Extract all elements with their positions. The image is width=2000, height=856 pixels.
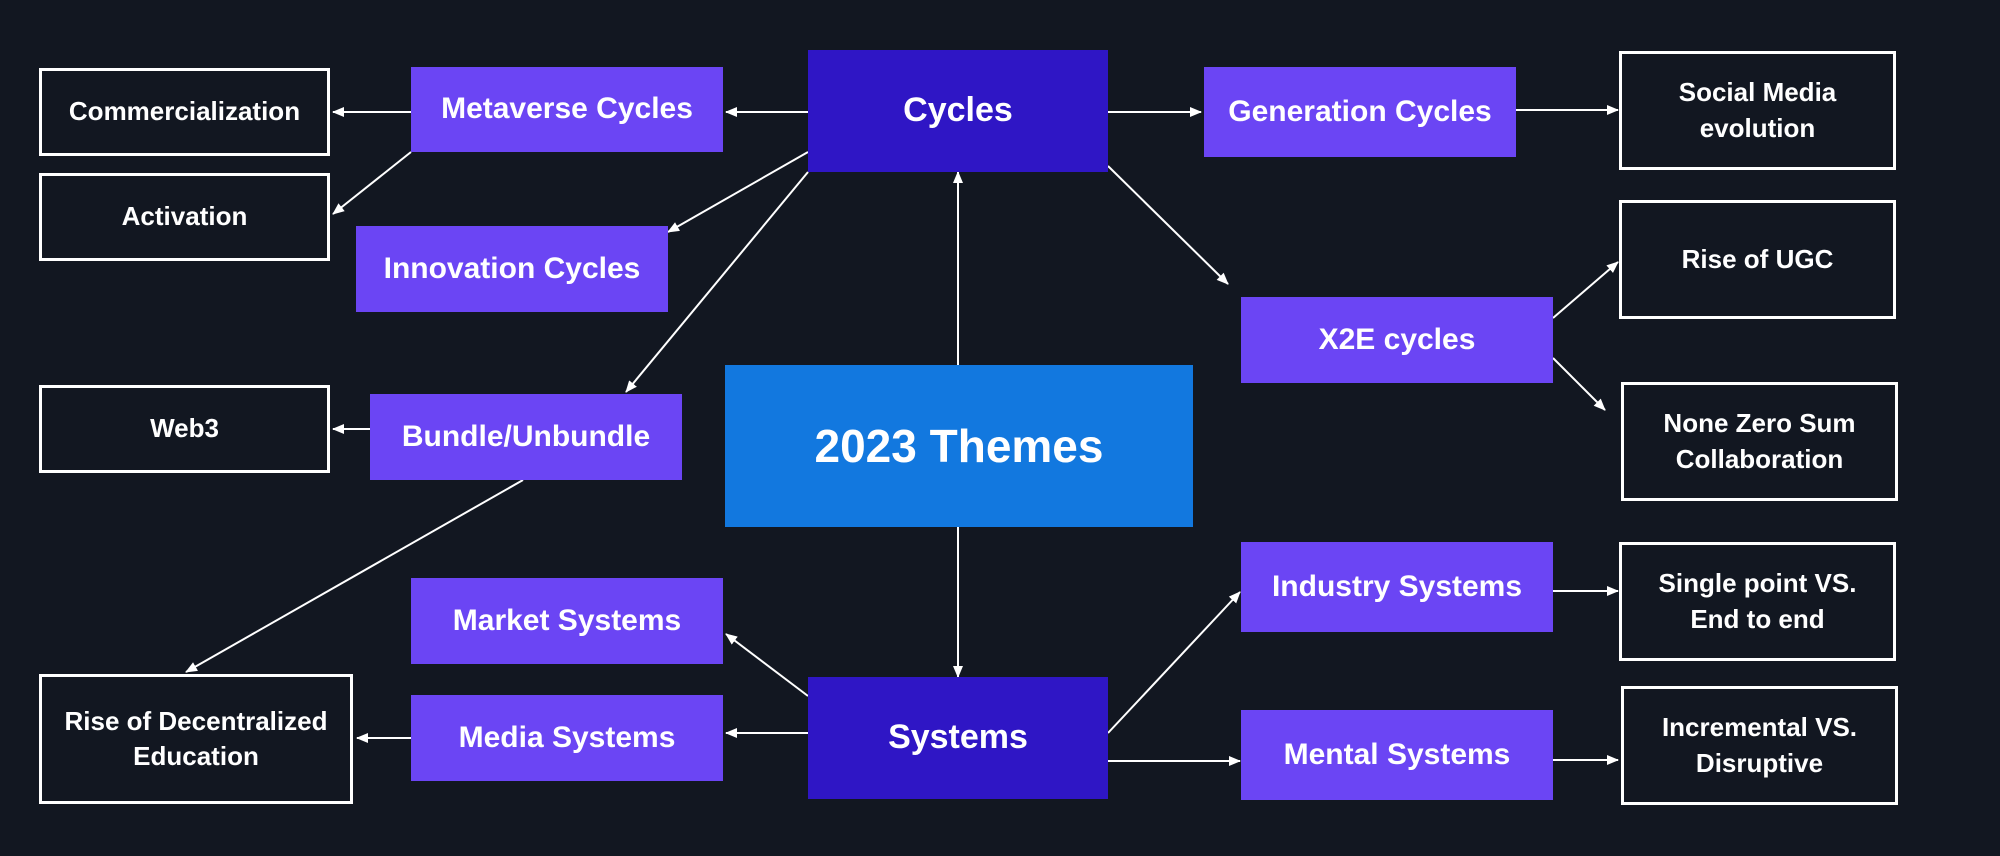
sub-node-industry-systems: Industry Systems	[1241, 542, 1553, 632]
arrow-cycles-to-innovation	[667, 151, 809, 233]
leaf-node-activation: Activation	[39, 173, 330, 261]
main-node-systems: Systems	[808, 677, 1108, 799]
arrow-systems-to-market	[725, 633, 809, 697]
leaf-node-rise-of-decentralized-education: Rise of Decentralized Education	[39, 674, 353, 804]
arrow-bundle-to-education	[185, 479, 524, 673]
sub-node-bundle-unbundle: Bundle/Unbundle	[370, 394, 682, 480]
arrow-cycles-to-bundle	[625, 171, 809, 393]
core-node-2023-themes: 2023 Themes	[725, 365, 1193, 527]
arrow-cycles-to-x2e	[1107, 165, 1229, 285]
main-node-cycles: Cycles	[808, 50, 1108, 172]
sub-node-market-systems: Market Systems	[411, 578, 723, 664]
sub-node-generation-cycles: Generation Cycles	[1204, 67, 1516, 157]
arrow-metaverse-to-activation	[332, 151, 412, 215]
sub-node-mental-systems: Mental Systems	[1241, 710, 1553, 800]
sub-node-x2e-cycles: X2E cycles	[1241, 297, 1553, 383]
leaf-node-web3: Web3	[39, 385, 330, 473]
leaf-node-single-point-vs-end-to-end: Single point VS. End to end	[1619, 542, 1896, 661]
leaf-node-none-zero-sum-collaboration: None Zero Sum Collaboration	[1621, 382, 1898, 501]
sub-node-media-systems: Media Systems	[411, 695, 723, 781]
leaf-node-rise-of-ugc: Rise of UGC	[1619, 200, 1896, 319]
sub-node-innovation-cycles: Innovation Cycles	[356, 226, 668, 312]
leaf-node-incremental-vs-disruptive: Incremental VS. Disruptive	[1621, 686, 1898, 805]
leaf-node-commercialization: Commercialization	[39, 68, 330, 156]
arrow-systems-to-industry	[1107, 591, 1241, 734]
leaf-node-social-media-evolution: Social Media evolution	[1619, 51, 1896, 170]
arrow-x2e-to-ugc	[1552, 261, 1619, 319]
arrow-x2e-to-collab	[1552, 357, 1606, 411]
sub-node-metaverse-cycles: Metaverse Cycles	[411, 67, 723, 152]
